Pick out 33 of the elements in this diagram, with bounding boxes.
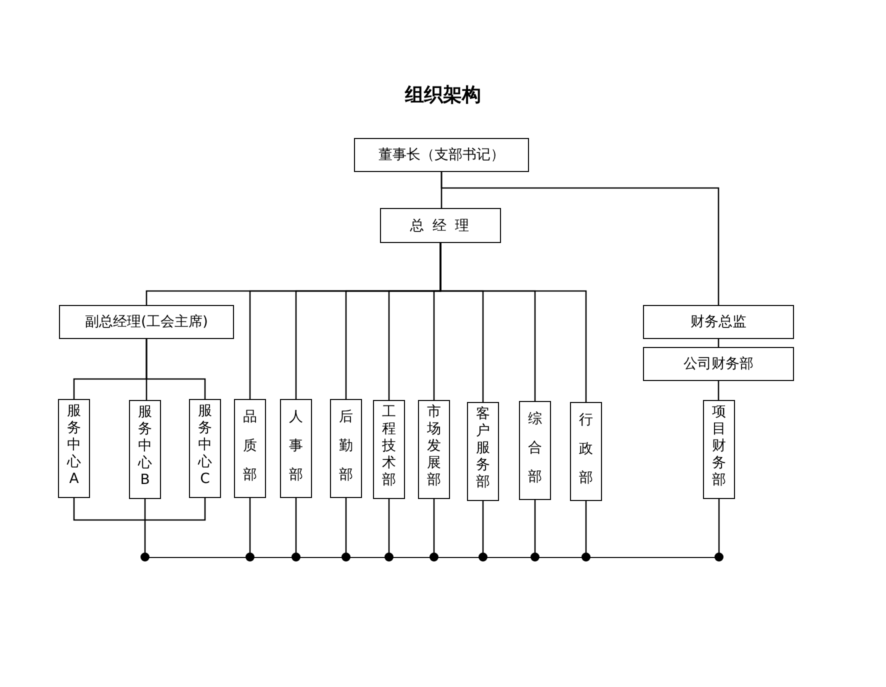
dot-connector bbox=[714, 499, 724, 562]
dot-connector bbox=[246, 498, 254, 562]
department-box: 人事部 bbox=[280, 399, 312, 498]
department-box: 项目财务部 bbox=[703, 400, 735, 499]
department-box: 服务中心A bbox=[58, 399, 90, 498]
deputy-box: 副总经理(工会主席) bbox=[59, 305, 234, 339]
dot-connector bbox=[530, 500, 540, 562]
dot-connector bbox=[292, 498, 300, 562]
department-box: 市场发展部 bbox=[418, 400, 450, 499]
dot-connector bbox=[140, 499, 150, 562]
department-box: 行政部 bbox=[570, 402, 602, 501]
department-box: 客户服务部 bbox=[467, 402, 499, 501]
dot-connector bbox=[582, 501, 590, 562]
department-box: 后勤部 bbox=[330, 399, 362, 498]
manager-box: 总 经 理 bbox=[380, 208, 501, 243]
director-box: 财务总监 bbox=[643, 305, 794, 339]
connector-line bbox=[440, 243, 587, 402]
department-box: 公司财务部 bbox=[643, 347, 794, 381]
connector-line bbox=[718, 381, 720, 400]
dot-connector bbox=[430, 499, 438, 562]
department-box: 工程技术部 bbox=[373, 400, 405, 499]
department-box: 综合部 bbox=[519, 401, 551, 500]
dot-connector bbox=[478, 501, 488, 562]
connector-line bbox=[73, 498, 206, 521]
connector-line bbox=[146, 339, 206, 399]
department-box: 服务中心C bbox=[189, 399, 221, 498]
connector-line bbox=[440, 172, 720, 305]
department-box: 服务中心B bbox=[129, 400, 161, 499]
dot-connector bbox=[384, 499, 394, 562]
department-box: 品质部 bbox=[234, 399, 266, 498]
chairman-box: 董事长（支部书记） bbox=[354, 138, 529, 172]
title: 组织架构 bbox=[404, 83, 482, 108]
dot-connector bbox=[342, 498, 350, 562]
